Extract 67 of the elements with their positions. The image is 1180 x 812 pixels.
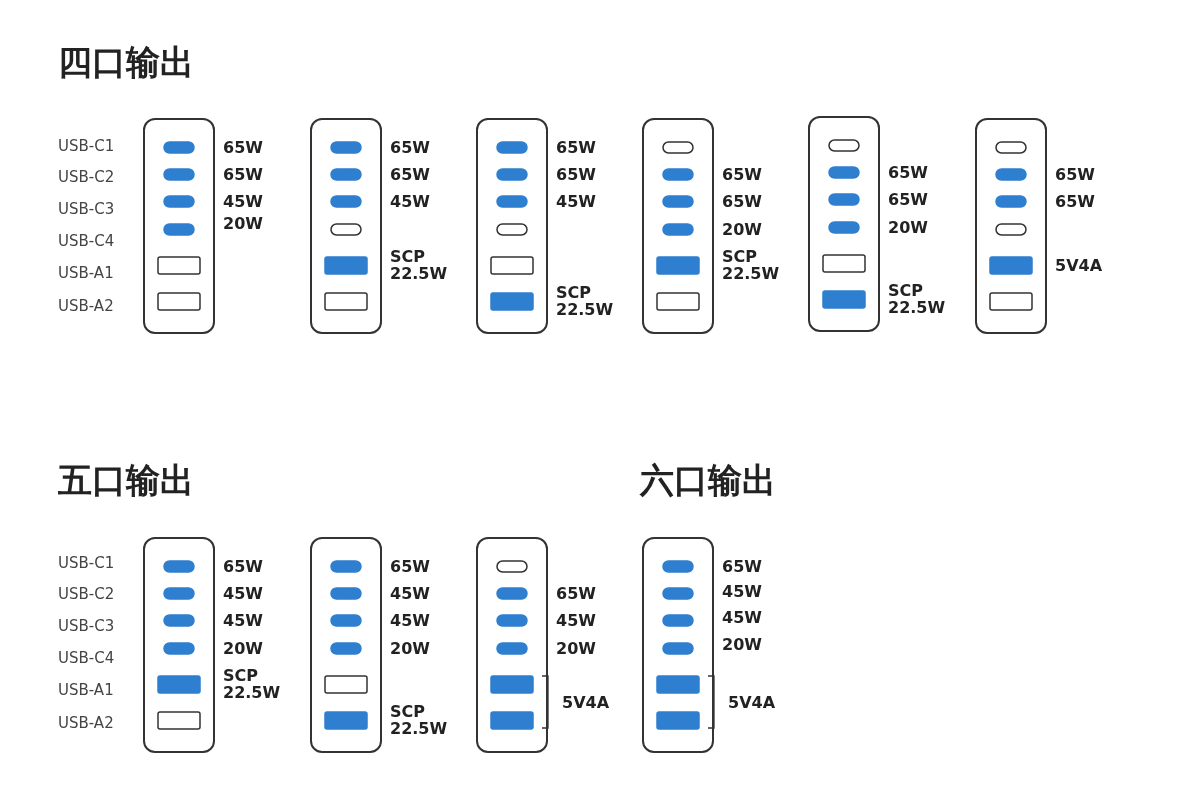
charger-body — [310, 118, 382, 334]
power-label: 20W — [722, 635, 762, 653]
power-label: 45W — [223, 584, 263, 602]
power-label: SCP 22.5W — [223, 667, 281, 701]
port-label: USB-A1 — [58, 681, 114, 699]
charger-body — [642, 118, 714, 334]
power-label: 45W — [223, 611, 263, 629]
power-label: 65W — [223, 557, 263, 575]
power-label: 20W — [390, 639, 430, 657]
power-label: 5V4A — [728, 693, 776, 711]
power-label: 45W — [722, 583, 762, 601]
charger-body — [143, 537, 215, 753]
power-label: 45W — [390, 584, 430, 602]
charger-body — [143, 118, 215, 334]
charger-body — [808, 116, 880, 332]
power-label: 45W — [390, 192, 430, 210]
power-label: 45W — [556, 192, 596, 210]
power-label: 5V4A — [562, 693, 610, 711]
charger-body — [642, 537, 714, 753]
power-label: 65W — [1055, 192, 1095, 210]
power-label: 65W — [390, 165, 430, 183]
section-heading: 四口输出 — [58, 42, 194, 82]
port-label: USB-A1 — [58, 264, 114, 282]
power-label: 45W — [223, 192, 263, 210]
power-label: SCP 22.5W — [390, 703, 448, 737]
port-label: USB-C2 — [58, 168, 115, 186]
charger-body — [476, 118, 548, 334]
power-label: SCP 22.5W — [888, 282, 946, 316]
port-label: USB-C3 — [58, 200, 115, 218]
port-label: USB-C3 — [58, 617, 115, 635]
power-label: 65W — [722, 192, 762, 210]
power-label: 65W — [390, 138, 430, 156]
port-label: USB-C1 — [58, 137, 115, 155]
port-label: USB-C4 — [58, 232, 115, 250]
power-label: 20W — [556, 639, 596, 657]
power-label: 65W — [223, 165, 263, 183]
port-label: USB-C2 — [58, 585, 115, 603]
power-label: 65W — [390, 557, 430, 575]
charger-body — [476, 537, 548, 753]
power-label: 65W — [722, 557, 762, 575]
power-label: SCP 22.5W — [390, 248, 448, 282]
power-label: 20W — [722, 220, 762, 238]
power-label: 45W — [722, 608, 762, 626]
power-label: 65W — [888, 163, 928, 181]
power-label: 65W — [556, 138, 596, 156]
port-label: USB-A2 — [58, 714, 114, 732]
power-label: SCP 22.5W — [556, 284, 614, 318]
port-label: USB-C1 — [58, 554, 115, 572]
power-label: 65W — [722, 165, 762, 183]
charger-body — [310, 537, 382, 753]
power-label: 65W — [556, 165, 596, 183]
power-label: 20W — [888, 218, 928, 236]
section-heading: 六口输出 — [640, 460, 776, 500]
power-label: 65W — [223, 138, 263, 156]
power-label: 65W — [888, 190, 928, 208]
power-label: 5V4A — [1055, 256, 1103, 274]
power-label: 45W — [556, 611, 596, 629]
power-label: 20W — [223, 215, 263, 233]
port-label: USB-A2 — [58, 297, 114, 315]
power-label: 65W — [1055, 165, 1095, 183]
power-label: 65W — [556, 584, 596, 602]
port-label: USB-C4 — [58, 649, 115, 667]
power-label: 20W — [223, 639, 263, 657]
power-label: SCP 22.5W — [722, 248, 780, 282]
charger-body — [975, 118, 1047, 334]
power-label: 45W — [390, 611, 430, 629]
section-heading: 五口输出 — [58, 460, 194, 500]
